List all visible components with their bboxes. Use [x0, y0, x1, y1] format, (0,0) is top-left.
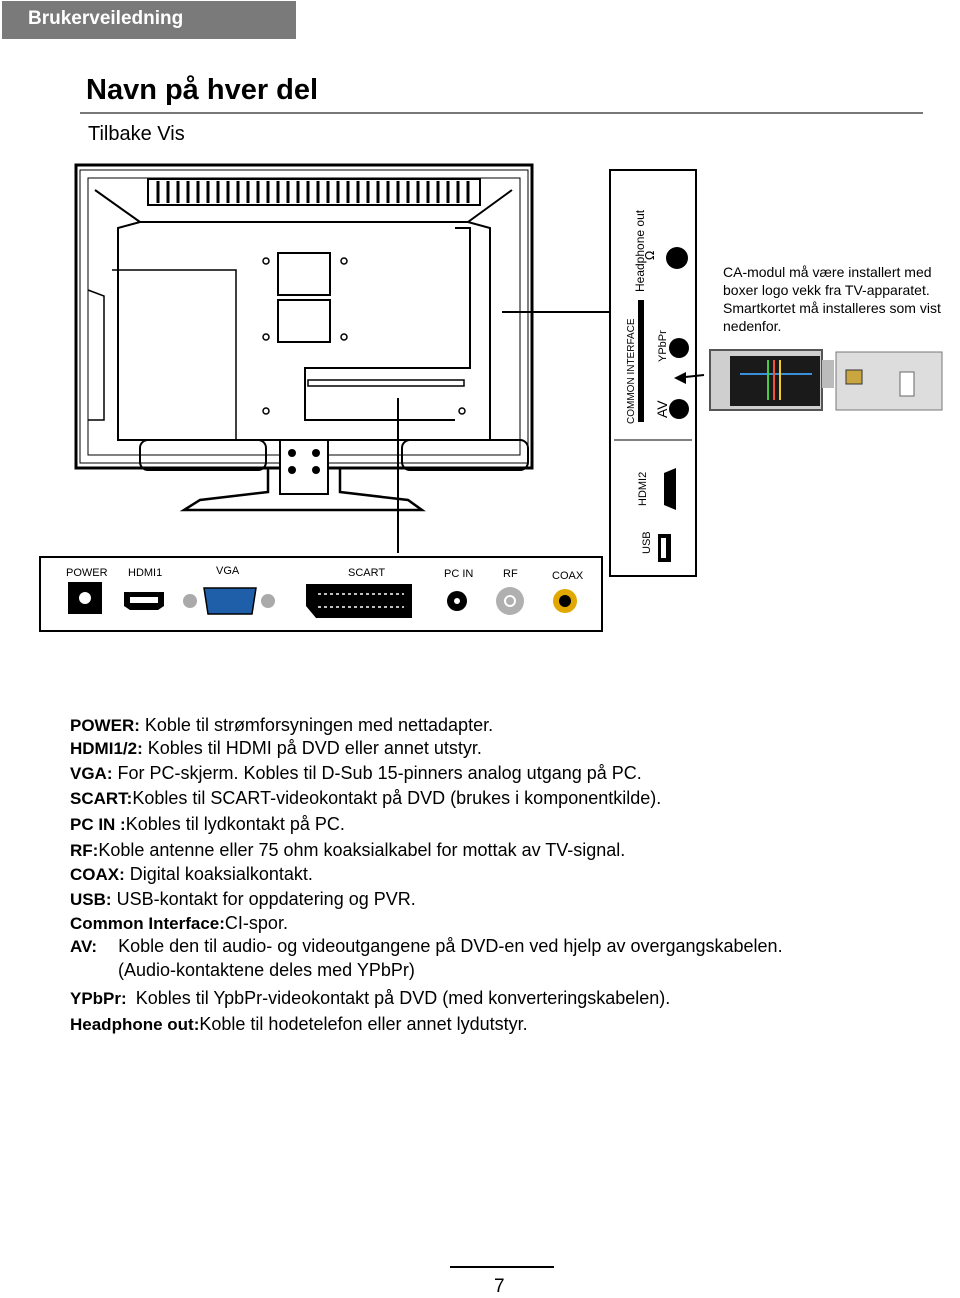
- desc-av: AV: Koble den til audio- og videoutgange…: [70, 936, 783, 956]
- av-jack: [669, 399, 689, 419]
- section-tab: Brukerveiledning: [2, 1, 296, 39]
- desc-ypbpr: YPbPr: Kobles til YpbPr-videokontakt på …: [70, 988, 671, 1008]
- ypbpr-label: YPbPr: [657, 330, 669, 362]
- headphone-label: Headphone out: [633, 209, 647, 292]
- desc-rf: RF:Koble antenne eller 75 ohm koaksialka…: [70, 840, 626, 860]
- ypbpr-jack: [669, 338, 689, 358]
- desc-coax: COAX: Digital koaksialkontakt.: [70, 864, 313, 884]
- desc-headphone: Headphone out:Koble til hodetelefon elle…: [70, 1014, 528, 1034]
- top-vent: [147, 178, 481, 206]
- desc-vga: VGA: For PC-skjerm. Kobles til D-Sub 15-…: [70, 763, 642, 783]
- power-label: POWER: [66, 567, 108, 579]
- vga-screw-left: [183, 594, 197, 608]
- page-title: Navn på hver del: [86, 74, 319, 106]
- pc-in-label: PC IN: [444, 568, 473, 580]
- coax-label: COAX: [552, 570, 584, 582]
- common-interface-label: COMMON INTERFACE: [626, 318, 637, 424]
- scart-label: SCART: [348, 567, 385, 579]
- ca-module-note: CA-modul må være installert med boxer lo…: [723, 264, 941, 334]
- title-rule: [80, 112, 923, 114]
- hdmi2-port: [664, 468, 676, 510]
- desc-common-interface: Common Interface:CI-spor.: [70, 913, 288, 933]
- rf-jack: [496, 587, 524, 615]
- desc-av-note: (Audio-kontaktene deles med YPbPr): [118, 960, 415, 980]
- section-tab-label: Brukerveiledning: [28, 8, 184, 29]
- vga-label: VGA: [216, 565, 240, 577]
- usb-label: USB: [641, 531, 653, 554]
- insert-arrow: [674, 372, 686, 384]
- rf-label: RF: [503, 568, 518, 580]
- desc-power: POWER: Koble til strømforsyningen med ne…: [70, 715, 494, 735]
- scart-port: [306, 584, 412, 618]
- desc-usb: USB: USB-kontakt for oppdatering og PVR.: [70, 889, 416, 909]
- page-number: 7: [494, 1276, 505, 1297]
- desc-hdmi: HDMI1/2: Kobles til HDMI på DVD eller an…: [70, 738, 482, 758]
- desc-scart: SCART:Kobles til SCART-videokontakt på D…: [70, 788, 662, 808]
- av-label: AV: [654, 400, 670, 418]
- desc-pc-in: PC IN :Kobles til lydkontakt på PC.: [70, 814, 345, 834]
- vga-port: [203, 587, 257, 615]
- side-panel: [609, 169, 697, 577]
- headphone-jack: [666, 247, 688, 269]
- page-number-rule: [450, 1266, 554, 1268]
- ca-module-illustration: [709, 349, 943, 411]
- headphone-symbol: Ω: [643, 251, 657, 260]
- tv-back-diagram: Headphone out Ω COMMON INTERFACE YPbPr A…: [39, 163, 943, 632]
- tv-outer-frame: [74, 163, 534, 470]
- hdmi2-label: HDMI2: [637, 472, 649, 506]
- vga-screw-right: [261, 594, 275, 608]
- page-subtitle: Tilbake Vis: [88, 123, 185, 145]
- hdmi1-label: HDMI1: [128, 567, 162, 579]
